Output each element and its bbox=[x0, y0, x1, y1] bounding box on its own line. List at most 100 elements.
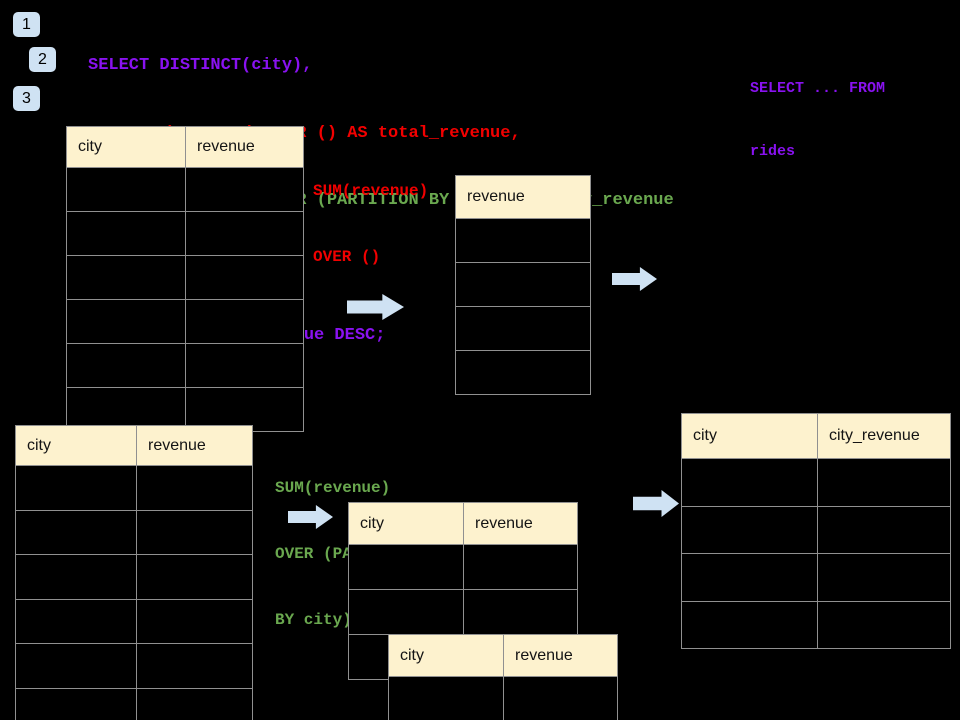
column-header-city: city bbox=[66, 126, 186, 168]
table-row bbox=[15, 509, 253, 555]
right-arrow-icon bbox=[633, 490, 679, 517]
empty-cell bbox=[66, 343, 186, 388]
empty-cell bbox=[463, 544, 578, 590]
label-partition-line-1: SUM(revenue) bbox=[275, 479, 391, 497]
side-note-line-1: SELECT ... FROM bbox=[750, 80, 886, 97]
column-header-city: city bbox=[681, 413, 818, 459]
empty-cell bbox=[15, 643, 137, 689]
empty-cell bbox=[185, 299, 304, 344]
column-header-city: city bbox=[388, 634, 504, 677]
column-header-city: city bbox=[348, 502, 464, 545]
table-row bbox=[681, 600, 951, 649]
empty-cell bbox=[388, 676, 504, 720]
empty-cell bbox=[455, 262, 591, 307]
empty-cell bbox=[503, 676, 618, 720]
table-row bbox=[15, 465, 253, 511]
right-arrow-icon bbox=[612, 267, 657, 291]
table-row bbox=[66, 299, 304, 344]
column-header-revenue: revenue bbox=[463, 502, 578, 545]
empty-cell bbox=[455, 218, 591, 263]
empty-cell bbox=[15, 509, 137, 555]
empty-cell bbox=[136, 554, 253, 600]
step-badge-1: 1 bbox=[13, 12, 40, 37]
table-row bbox=[681, 458, 951, 507]
empty-cell bbox=[348, 589, 464, 635]
label-total-line-1: SUM(revenue) bbox=[313, 182, 429, 200]
table-row bbox=[455, 262, 591, 307]
empty-cell bbox=[817, 458, 951, 507]
table-row bbox=[455, 218, 591, 263]
table-row bbox=[15, 554, 253, 600]
empty-cell bbox=[185, 211, 304, 256]
empty-cell bbox=[185, 343, 304, 388]
table-row bbox=[681, 505, 951, 554]
empty-cell bbox=[136, 465, 253, 511]
empty-cell bbox=[66, 167, 186, 212]
empty-cell bbox=[185, 255, 304, 300]
table-total-revenue-result: revenue bbox=[455, 175, 591, 395]
column-header-revenue: revenue bbox=[136, 425, 253, 466]
table-row bbox=[388, 676, 618, 720]
sql-line-select: SELECT DISTINCT(city), bbox=[88, 56, 313, 75]
label-partition-line-3: BY city) bbox=[275, 611, 352, 629]
table-row bbox=[15, 687, 253, 720]
side-note-select-from-rides: SELECT ... FROM rides bbox=[750, 36, 885, 204]
empty-cell bbox=[136, 643, 253, 689]
table-row bbox=[15, 643, 253, 689]
empty-cell bbox=[185, 387, 304, 432]
empty-cell bbox=[136, 687, 253, 720]
table-row bbox=[66, 211, 304, 256]
empty-cell bbox=[681, 600, 818, 649]
right-arrow-icon bbox=[347, 294, 404, 320]
empty-cell bbox=[348, 544, 464, 590]
empty-cell bbox=[817, 600, 951, 649]
table-header-row: revenue bbox=[455, 175, 591, 219]
table-row bbox=[681, 553, 951, 602]
label-sum-over-total: SUM(revenue) OVER () bbox=[313, 136, 428, 312]
table-row bbox=[348, 544, 578, 590]
column-header-city: city bbox=[15, 425, 137, 466]
column-header-city_revenue: city_revenue bbox=[817, 413, 951, 459]
table-row bbox=[15, 598, 253, 644]
empty-cell bbox=[15, 598, 137, 644]
empty-cell bbox=[455, 306, 591, 351]
empty-cell bbox=[15, 554, 137, 600]
empty-cell bbox=[66, 387, 186, 432]
table-row bbox=[66, 387, 304, 432]
empty-cell bbox=[817, 505, 951, 554]
table-row bbox=[66, 255, 304, 300]
table-row bbox=[455, 350, 591, 395]
column-header-revenue: revenue bbox=[503, 634, 618, 677]
label-total-line-2: OVER () bbox=[313, 248, 381, 266]
empty-cell bbox=[15, 465, 137, 511]
table-row bbox=[348, 589, 578, 635]
empty-cell bbox=[136, 598, 253, 644]
empty-cell bbox=[185, 167, 304, 212]
empty-cell bbox=[136, 509, 253, 555]
empty-cell bbox=[66, 211, 186, 256]
column-header-revenue: revenue bbox=[185, 126, 304, 168]
empty-cell bbox=[817, 553, 951, 602]
empty-cell bbox=[455, 350, 591, 395]
empty-cell bbox=[681, 553, 818, 602]
empty-cell bbox=[463, 589, 578, 635]
right-arrow-icon bbox=[288, 505, 333, 529]
table-row bbox=[66, 167, 304, 212]
empty-cell bbox=[66, 255, 186, 300]
empty-cell bbox=[15, 687, 137, 720]
empty-cell bbox=[681, 458, 818, 507]
empty-cell bbox=[66, 299, 186, 344]
step-badge-3: 3 bbox=[13, 86, 40, 111]
step-badge-2: 2 bbox=[29, 47, 56, 72]
